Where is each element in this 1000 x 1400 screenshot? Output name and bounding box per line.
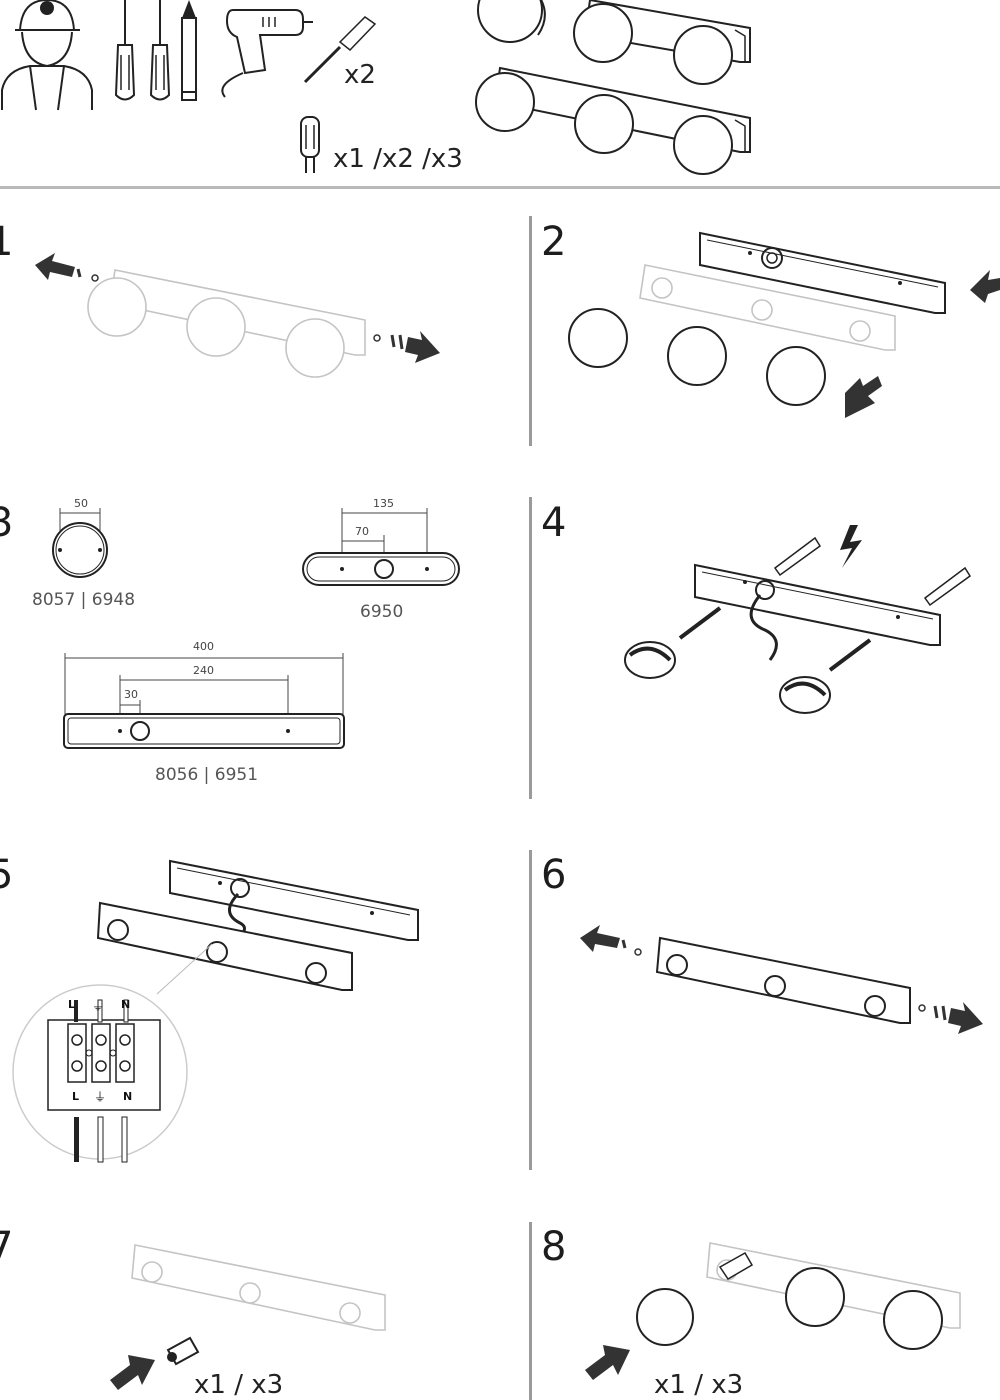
step-4-illustration bbox=[624, 525, 972, 714]
earth-icon: ⏚ bbox=[94, 1090, 107, 1104]
oval-model-code: 6950 bbox=[360, 602, 404, 622]
step-8-illustration bbox=[585, 1242, 961, 1380]
wall-plug-icon bbox=[303, 16, 377, 84]
bulb-quantity: x1 /x2 /x3 bbox=[333, 144, 463, 174]
long-small-width: 30 bbox=[124, 688, 138, 701]
bit-quantity: x2 bbox=[344, 60, 376, 90]
earth-icon: ⏚ bbox=[92, 999, 105, 1013]
drill-icon bbox=[221, 9, 313, 98]
step-number: 7 bbox=[0, 1224, 14, 1270]
screwdriver-icon bbox=[114, 0, 136, 101]
round-width: 50 bbox=[74, 497, 88, 510]
step-number: 2 bbox=[541, 219, 567, 265]
step-7-illustration bbox=[110, 1244, 386, 1390]
step-number: 8 bbox=[541, 1224, 567, 1270]
step-2-illustration bbox=[568, 231, 1000, 418]
column-divider bbox=[529, 497, 532, 799]
oval-inner-width: 70 bbox=[355, 525, 369, 538]
step-5-illustration bbox=[96, 859, 419, 991]
header-divider bbox=[0, 186, 1000, 189]
column-divider bbox=[529, 1222, 532, 1400]
product-variants bbox=[475, 0, 751, 175]
wiring-live-label-top: L bbox=[68, 998, 76, 1011]
long-mid-width: 240 bbox=[193, 664, 214, 677]
oval-outer-width: 135 bbox=[373, 497, 394, 510]
screwdriver-icon bbox=[149, 0, 171, 101]
step-6-illustration bbox=[580, 925, 983, 1034]
step-number: 6 bbox=[541, 852, 567, 898]
column-divider bbox=[529, 850, 532, 1170]
wiring-detail-zoom bbox=[12, 943, 213, 1163]
pencil-icon bbox=[181, 0, 197, 101]
long-total-width: 400 bbox=[193, 640, 214, 653]
long-model-code: 8056 | 6951 bbox=[155, 765, 259, 785]
step-number: 5 bbox=[0, 852, 14, 898]
step-1-illustration bbox=[35, 253, 440, 378]
bulb-icon bbox=[300, 116, 320, 173]
wiring-neutral-label-top: N bbox=[121, 998, 131, 1011]
step-number: 3 bbox=[0, 500, 14, 546]
wiring-live-label-bottom: L bbox=[72, 1090, 80, 1103]
round-plate-diagram bbox=[52, 508, 108, 578]
worker-icon bbox=[0, 0, 93, 111]
step-7-quantity: x1 / x3 bbox=[194, 1370, 284, 1400]
column-divider bbox=[529, 216, 532, 446]
long-plate-diagram bbox=[63, 653, 345, 749]
round-model-code: 8057 | 6948 bbox=[32, 590, 136, 610]
oval-plate-diagram bbox=[302, 508, 460, 586]
step-8-quantity: x1 / x3 bbox=[654, 1370, 744, 1400]
wiring-neutral-label-bottom: N bbox=[123, 1090, 133, 1103]
step-number: 4 bbox=[541, 500, 567, 546]
step-number: 1 bbox=[0, 219, 14, 265]
